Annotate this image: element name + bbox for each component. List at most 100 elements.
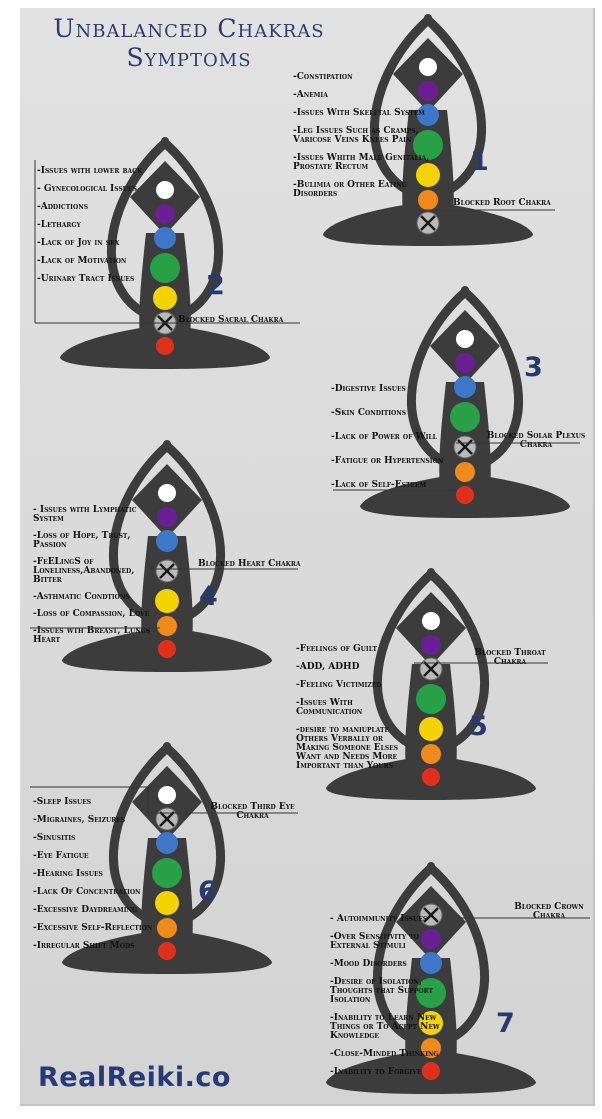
crown-chakra-dot (158, 786, 176, 804)
cross-mark-icon (457, 439, 473, 455)
blocked-label-throat: Blocked Throat Chakra (474, 648, 546, 667)
symptom-item: -Lack of Power of Will (331, 432, 437, 442)
throat-chakra-dot (154, 227, 176, 249)
torso (139, 233, 191, 337)
chakra-figure-throat (326, 568, 566, 803)
chakra-number-5: 5 (469, 711, 488, 742)
crown-chakra-dot (156, 181, 174, 199)
third-eye-chakra-dot (155, 204, 175, 224)
cross-mark-icon (423, 661, 439, 677)
symptom-item: -Sinusitis (33, 833, 76, 843)
crown-chakra-dot (158, 484, 176, 502)
throat-chakra-dot (156, 832, 178, 854)
symptom-item: -Lethargy (37, 220, 81, 230)
symptom-item: -Desire of Isolation, Thoughts that Supp… (330, 977, 433, 1005)
blocked-label-heart: Blocked Heart Chakra (198, 559, 301, 569)
symptom-item: -Bulimia or Other Eating Disorders (293, 180, 407, 199)
throat-chakra-dot (420, 952, 442, 974)
blocked-label-solar-plexus: Blocked Solar Plexus Chakra (486, 431, 586, 450)
chakra-number-2: 2 (206, 270, 225, 301)
chakra-number-3: 3 (524, 352, 543, 383)
chakra-figure-third-eye (62, 742, 302, 977)
symptom-item: -Feeling Victimized (296, 680, 382, 690)
crown-chakra-dot (422, 612, 440, 630)
symptom-list-root: -Constipation -Anemia -Issues With Skele… (293, 73, 453, 208)
symptom-item: -Skin Conditions (331, 408, 407, 418)
root-chakra-dot (158, 640, 176, 658)
throat-chakra-dot (454, 376, 476, 398)
page-title: Unbalanced Chakras Symptoms (34, 14, 344, 72)
symptom-item: -Issues With Communication (296, 698, 363, 717)
sacral-chakra-dot (418, 190, 438, 210)
symptom-item: -Irregular Shift Mods (33, 941, 135, 951)
title-line-1: Unbalanced Chakras (53, 14, 325, 43)
root-chakra-dot (422, 768, 440, 786)
figure-silhouette (326, 862, 536, 1094)
sacral-chakra-dot (455, 462, 475, 482)
chakra-figure-sacral (60, 137, 300, 372)
torso (141, 838, 193, 942)
solar-plexus-chakra-dot (155, 891, 179, 915)
heart-chakra-dot (450, 402, 480, 432)
symptom-item: -Inability to Forgive (330, 1067, 422, 1077)
sacral-chakra-dot (421, 744, 441, 764)
blocked-label-crown: Blocked Crown Chakra (514, 902, 584, 921)
symptom-list-solar-plexus: -Digestive Issues -Skin Conditions -Lack… (331, 385, 456, 505)
blocked-label-root: Blocked Root Chakra (453, 198, 551, 208)
symptom-list-crown: - Autoimmunity Issues -Over Sensitivity … (330, 915, 455, 1086)
symptom-item: -Addictions (37, 202, 89, 212)
figure-silhouette (62, 742, 272, 974)
symptom-item: -Anemia (293, 90, 328, 100)
blocked-label-sacral: Blocked Sacral Chakra (178, 315, 284, 325)
chakra-figure-heart (62, 440, 302, 675)
symptom-item: -Leg Issues Such as Cramps, Varicose Vei… (293, 126, 419, 145)
figure-silhouette (326, 568, 536, 800)
symptom-item: -Lack of Joy in sex (37, 238, 120, 248)
symptom-item: -Feelings of Guilt (296, 644, 377, 654)
symptom-item: -Sleep Issues (33, 797, 92, 807)
heart-chakra-dot (150, 253, 180, 283)
crown-chakra-dot (419, 58, 437, 76)
symptom-item: -ADD, ADHD (296, 662, 360, 672)
symptom-item: -Issues With Skeletal System (293, 108, 425, 118)
figure-silhouette (60, 137, 270, 369)
torso (439, 382, 491, 486)
chakra-figure-crown (326, 862, 566, 1097)
third-eye-chakra-dot (455, 353, 475, 373)
blocked-label-third-eye: Blocked Third Eye Chakra (210, 802, 295, 821)
chakra-figure-solar-plexus (360, 286, 600, 521)
torso (405, 958, 457, 1062)
symptom-item: -desire to maniuplate Others Verbally or… (296, 725, 399, 771)
third-eye-chakra-dot (421, 635, 441, 655)
figure-silhouette (323, 14, 533, 246)
figure-silhouette (360, 286, 570, 518)
torso (141, 536, 193, 640)
solar-plexus-chakra-dot (155, 589, 179, 613)
symptom-item: -Urinary Tract Issues (37, 274, 135, 284)
cross-mark-icon (159, 811, 175, 827)
symptom-item: -Digestive Issues (331, 384, 406, 394)
symptom-item: -Asthmatic Condtions (33, 592, 130, 602)
sacral-chakra-dot (157, 918, 177, 938)
chakra-number-1: 1 (470, 146, 489, 177)
symptom-item: -Migraines, Seizures (33, 815, 126, 825)
chakra-figure-root (323, 14, 563, 249)
torso (405, 664, 457, 768)
solar-plexus-chakra-dot (419, 1011, 443, 1035)
symptom-item: -Excessive Self-Reflection (33, 923, 153, 933)
sacral-chakra-dot (157, 616, 177, 636)
symptom-item: -Loss of Hope, Trust, Passion (33, 531, 131, 550)
symptom-list-sacral: -Issues with lower back - Gynecological … (37, 167, 147, 293)
symptom-item: -Inability to Learn New Things or To Ace… (330, 1013, 440, 1041)
symptom-item: -FeELingS of Loneliness,Abandoned, Bitte… (33, 557, 135, 585)
chakra-number-4: 4 (199, 581, 218, 612)
symptom-item: -Issues with lower back (37, 166, 143, 176)
symptom-item: -Loss of Compassion, Love (33, 609, 150, 619)
brand-logo-text: RealReiki.co (38, 1062, 231, 1093)
third-eye-chakra-dot (418, 81, 438, 101)
symptom-item: -Excessive Daydreaming (33, 905, 138, 915)
symptom-list-third-eye: -Sleep Issues -Migraines, Seizures -Sinu… (33, 798, 153, 960)
cross-mark-icon (159, 563, 175, 579)
symptom-item: -Issues Whith Male Genitalia, Prostate R… (293, 153, 430, 172)
solar-plexus-chakra-dot (416, 163, 440, 187)
